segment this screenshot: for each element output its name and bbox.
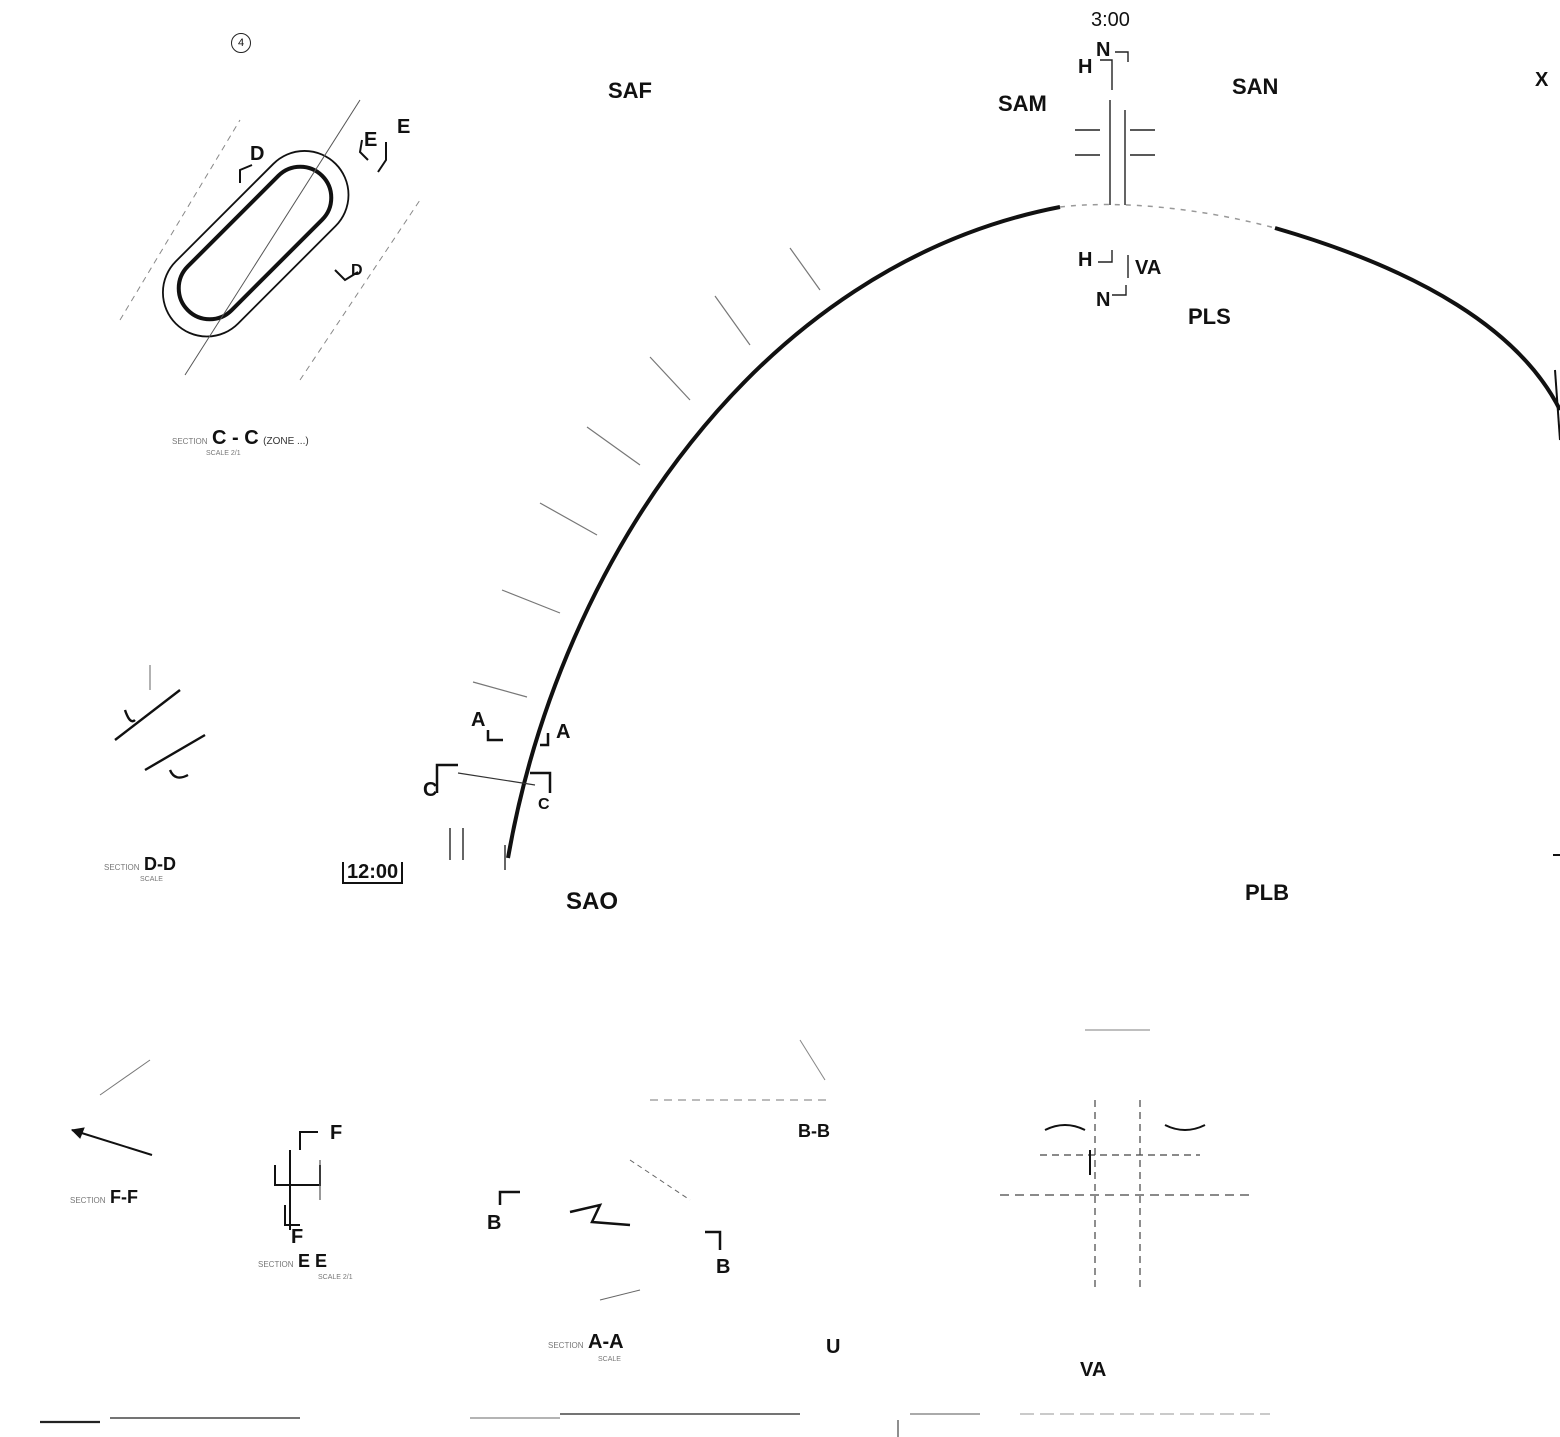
- cut-letter-d-right: D: [351, 262, 363, 279]
- cut-letter-e-left: E: [364, 129, 378, 151]
- cut-letter-d-left: D: [250, 143, 265, 165]
- cut-letter-a-left: A: [471, 709, 486, 731]
- section-title-cc-suffix: (ZONE ...): [263, 436, 309, 447]
- section-aa-bb-detail: [498, 1039, 830, 1301]
- cut-letter-h-bottom: H: [1078, 249, 1093, 271]
- section-dd-detail: [114, 665, 206, 779]
- cut-letter-f-top: F: [330, 1122, 343, 1144]
- section-ee-detail: [274, 1131, 321, 1230]
- arc-ticks: [472, 247, 821, 698]
- cut-letter-h-top: H: [1078, 56, 1093, 78]
- section-title-aa-letters: A-A: [588, 1331, 624, 1353]
- section-title-bb-letters: B-B: [798, 1121, 830, 1141]
- section-title-aa-prefix: SECTION: [548, 1341, 584, 1350]
- rib-arc-faint: [1059, 203, 1276, 229]
- section-title-cc-letters: C - C: [212, 427, 259, 449]
- section-title-aa: SECTION A-A: [548, 1332, 624, 1353]
- rib-arc-right: [1274, 226, 1560, 411]
- rib-label-u: U: [826, 1336, 841, 1358]
- section-title-ee-scale: SCALE 2/1: [318, 1274, 353, 1281]
- section-title-cc: SECTION C - C (ZONE ...): [172, 428, 309, 449]
- section-title-ff: SECTION F-F: [70, 1188, 138, 1208]
- rib-arc: [506, 205, 1061, 859]
- bottom-border: [40, 1413, 1270, 1437]
- cut-letter-c-right: C: [538, 796, 550, 813]
- rib-label-x: X: [1535, 69, 1549, 91]
- section-title-va-letters: VA: [1080, 1359, 1107, 1381]
- section-title-ff-prefix: SECTION: [70, 1196, 106, 1205]
- section-title-va: VA: [1080, 1360, 1106, 1381]
- rib-label-sam: SAM: [998, 91, 1047, 116]
- section-title-dd-letters: D-D: [144, 854, 177, 874]
- cut-letter-va: VA: [1135, 257, 1162, 279]
- rib-label-plb: PLB: [1245, 880, 1289, 905]
- section-title-bb: B-B: [798, 1122, 830, 1142]
- clock-position-top: 3:00: [1091, 9, 1130, 31]
- clock-position-left: 12:00: [342, 862, 404, 884]
- section-title-cc-scale: SCALE 2/1: [206, 450, 241, 457]
- cut-letter-f-bottom: F: [291, 1226, 304, 1248]
- cut-letter-b-left: B: [487, 1212, 502, 1234]
- cut-letter-n-bottom: N: [1096, 289, 1111, 311]
- cut-brackets: [435, 730, 552, 870]
- rib-label-san: SAN: [1232, 74, 1279, 99]
- section-ff-detail: [70, 1059, 153, 1156]
- view-va-detail: [1000, 1029, 1250, 1290]
- right-edge: [1553, 369, 1560, 856]
- section-title-ee-prefix: SECTION: [258, 1260, 294, 1269]
- section-title-dd: SECTION D-D: [104, 855, 176, 875]
- top-station-detail: [1075, 51, 1155, 296]
- cut-letter-b-right: B: [716, 1256, 731, 1278]
- sheet-number-circle-icon: 4: [231, 33, 251, 53]
- cut-letter-e-right: E: [397, 116, 411, 138]
- rib-label-sao: SAO: [566, 888, 619, 915]
- section-title-cc-prefix: SECTION: [172, 437, 208, 446]
- section-title-ee: SECTION E E: [258, 1252, 327, 1272]
- cut-letter-a-right: A: [556, 721, 571, 743]
- cut-letter-c-left: C: [423, 779, 438, 801]
- section-title-ff-letters: F-F: [110, 1187, 138, 1207]
- slot-detail-cc: [119, 99, 421, 381]
- section-title-dd-scale: SCALE: [140, 876, 163, 883]
- sheet-number: 4: [237, 37, 245, 49]
- rib-label-pls: PLS: [1188, 304, 1231, 329]
- section-title-ee-letters: E E: [298, 1251, 328, 1271]
- section-title-dd-prefix: SECTION: [104, 863, 140, 872]
- section-title-aa-scale: SCALE: [598, 1356, 621, 1363]
- cut-letter-n-top: N: [1096, 39, 1111, 61]
- rib-label-saf: SAF: [608, 78, 652, 103]
